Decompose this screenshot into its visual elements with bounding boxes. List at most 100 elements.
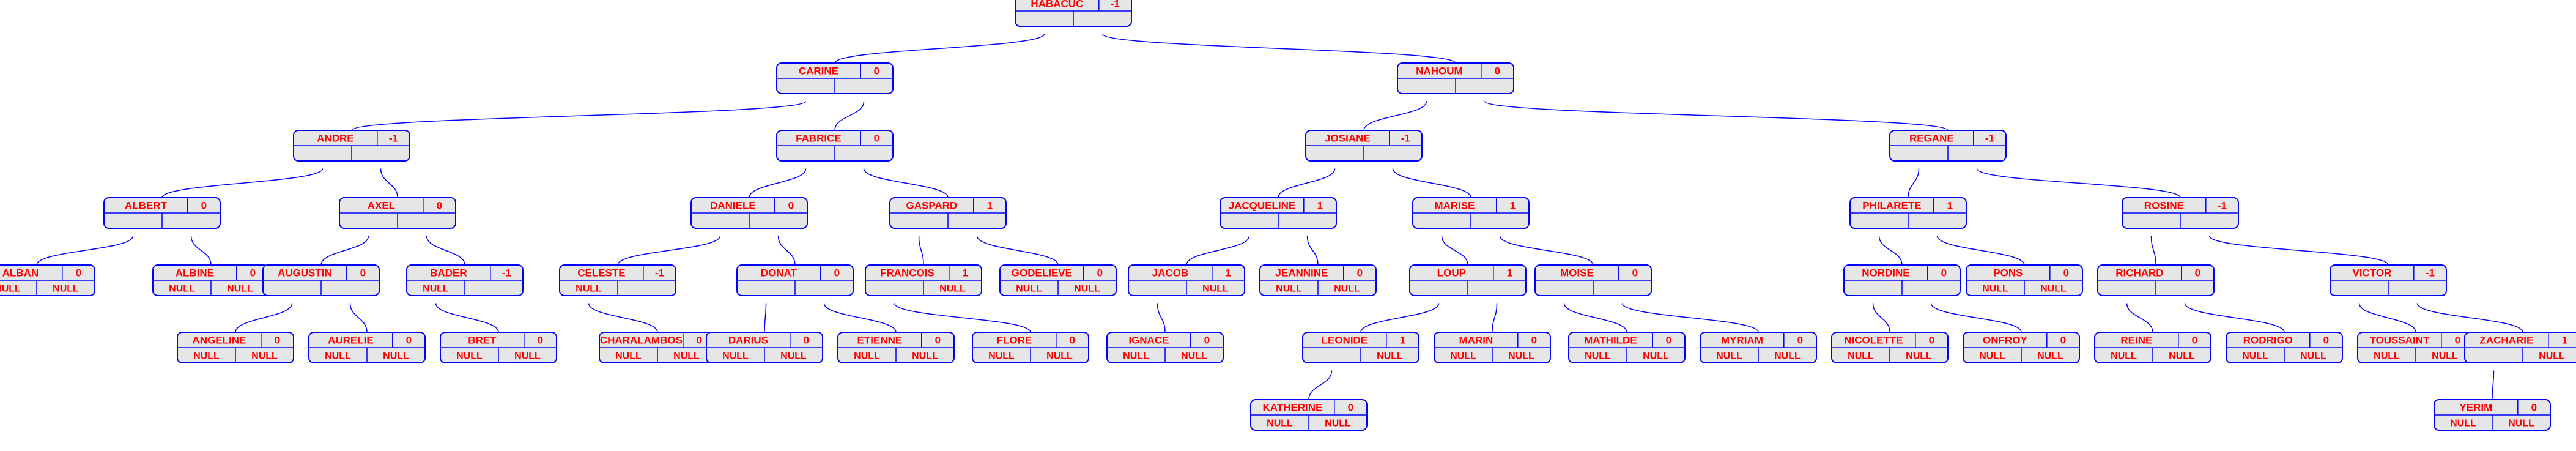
node-name: HABACUC <box>1031 0 1083 10</box>
node-balance: 0 <box>2195 267 2200 279</box>
tree-node-andre[interactable]: ANDRE-1 <box>293 130 410 162</box>
node-right-child: NULL <box>383 351 409 362</box>
node-right-child: NULL <box>780 351 807 362</box>
node-right-child: NULL <box>673 351 700 362</box>
edge-fabrice-daniele <box>749 168 807 198</box>
node-name: TOUSSAINT <box>2369 335 2430 346</box>
node-name: JEANNINE <box>1275 267 1328 279</box>
tree-node-rosine[interactable]: ROSINE-1 <box>2122 197 2239 229</box>
node-balance: 0 <box>697 335 702 346</box>
edge-donat-etienne <box>823 303 897 333</box>
node-left-child: NULL <box>2242 351 2268 362</box>
node-balance: -1 <box>1985 133 1994 144</box>
node-left-child: NULL <box>1982 284 2008 294</box>
node-left-child: NULL <box>325 351 351 362</box>
edge-bader-bret <box>435 303 499 333</box>
node-left-child: NULL <box>456 351 483 362</box>
tree-node-alban[interactable]: ALBAN0NULLNULL <box>0 264 95 296</box>
node-name: ALBERT <box>125 200 168 212</box>
node-right-child: NULL <box>1377 351 1403 362</box>
node-right-child: NULL <box>1643 351 1669 362</box>
tree-node-richard[interactable]: RICHARD 0 <box>2097 264 2215 296</box>
edge-jacqueline-jacob <box>1186 236 1250 266</box>
node-right-child: NULL <box>2508 419 2534 429</box>
edge-nordine-nicolette <box>1872 303 1890 333</box>
edge-axel-augustin <box>320 236 369 266</box>
node-name: ZACHARIE <box>2479 335 2533 346</box>
node-right-child: NULL <box>2300 351 2326 362</box>
node-balance: 0 <box>1204 335 1210 346</box>
node-name: ROSINE <box>2144 200 2184 212</box>
node-name: MATHILDE <box>1584 335 1637 346</box>
node-balance: 0 <box>935 335 941 346</box>
node-left-child: NULL <box>576 284 602 294</box>
tree-node-regane[interactable]: REGANE -1 <box>1889 130 2007 162</box>
node-left-child: NULL <box>1276 284 1302 294</box>
tree-node-victor[interactable]: VICTOR-1 <box>2330 264 2447 296</box>
node-name: PHILARETE <box>1862 200 1921 212</box>
node-left-child: NULL <box>1123 351 1149 362</box>
node-name: IGNACE <box>1128 335 1169 346</box>
edge-donat-darius <box>764 303 767 333</box>
node-left-child: NULL <box>722 351 749 362</box>
node-balance: 1 <box>1510 200 1516 212</box>
node-balance: 1 <box>1226 267 1231 279</box>
node-name: REGANE <box>1909 133 1954 144</box>
node-balance: 0 <box>874 133 879 144</box>
edge-marise-moise <box>1499 236 1594 266</box>
node-name: RICHARD <box>2115 267 2163 279</box>
node-balance: -1 <box>2426 267 2435 279</box>
edge-richard-rodrigo <box>2184 303 2285 333</box>
tree-node-habacuc[interactable]: HABACUC-1 <box>1015 0 1132 27</box>
node-left-child: NULL <box>0 284 21 294</box>
edge-nordine-onfroy <box>1930 303 2022 333</box>
tree-edges <box>36 33 2523 400</box>
node-right-child: NULL <box>1181 351 1207 362</box>
tree-node-josiane[interactable]: JOSIANE-1 <box>1305 130 1423 162</box>
node-name: NICOLETTE <box>1844 335 1903 346</box>
